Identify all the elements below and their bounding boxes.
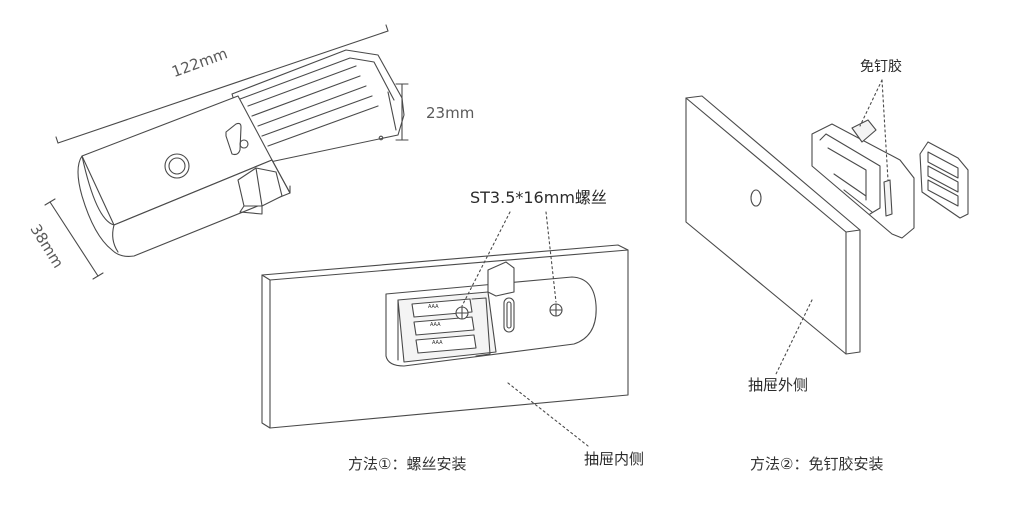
battery-label-2: AAA — [430, 322, 441, 328]
battery-label-1: AAA — [428, 304, 439, 310]
method1-screw-illustration — [261, 211, 629, 447]
battery-label-3: AAA — [432, 340, 443, 346]
lock-device-illustration — [44, 24, 409, 280]
drawer-inside-label: 抽屉内侧 — [584, 450, 645, 468]
method1-caption: 方法①：螺丝安装 — [348, 455, 467, 473]
adhesive-label: 免钉胶 — [860, 59, 902, 75]
screw-spec-label: ST3.5*16mm螺丝 — [470, 188, 607, 207]
dimension-height-label: 23mm — [426, 104, 475, 122]
method2-caption: 方法②：免钉胶安装 — [750, 455, 884, 473]
method2-adhesive-illustration — [685, 79, 969, 375]
drawer-outside-label: 抽屉外侧 — [748, 376, 809, 394]
